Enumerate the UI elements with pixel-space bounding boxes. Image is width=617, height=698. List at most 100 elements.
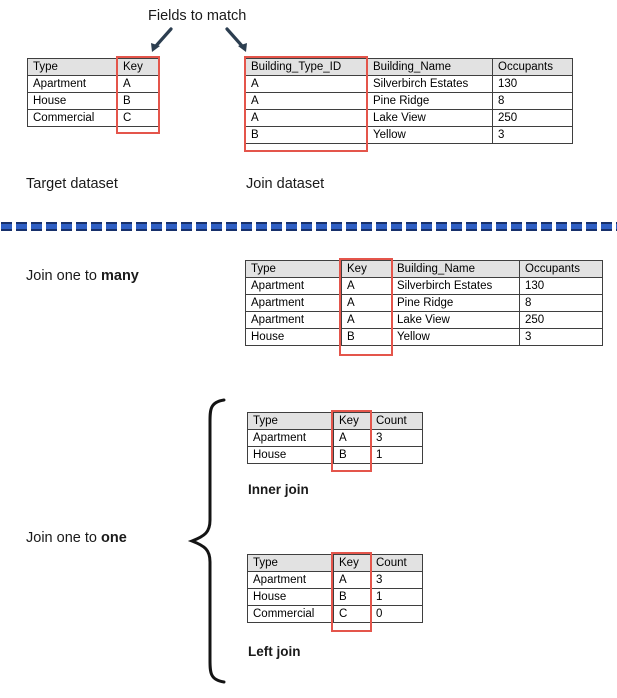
divider-dash — [556, 222, 567, 231]
inner-join-result-table: Type Key Count Apartment A 3 House B 1 — [247, 412, 423, 464]
divider-dash — [136, 222, 147, 231]
join-dataset-caption: Join dataset — [246, 176, 325, 192]
cell-key: A — [341, 311, 392, 329]
cell-count: 1 — [370, 446, 423, 464]
divider-dash — [481, 222, 492, 231]
left-join-caption: Left join — [248, 644, 301, 659]
divider-dash — [91, 222, 102, 231]
divider-dash — [316, 222, 327, 231]
cell-type: Apartment — [27, 75, 118, 93]
divider-dash — [61, 222, 72, 231]
cell-occupants: 250 — [492, 109, 573, 127]
target-dataset-table: Type Key Apartment A House B Commercial … — [27, 58, 159, 127]
column-header: Count — [370, 412, 423, 430]
cell-type: Apartment — [247, 571, 334, 589]
table-header-row: Building_Type_ID Building_Name Occupants — [245, 58, 573, 76]
cell-type: Commercial — [27, 109, 118, 127]
table-row: Commercial C 0 — [247, 605, 423, 623]
column-header: Type — [247, 554, 334, 572]
divider-dash — [16, 222, 27, 231]
cell-building-name: Lake View — [367, 109, 493, 127]
column-header: Key — [341, 260, 392, 278]
cell-building-name: Yellow — [391, 328, 520, 346]
cell-building-name: Pine Ridge — [391, 294, 520, 312]
cell-occupants: 8 — [519, 294, 603, 312]
cell-key: C — [117, 109, 159, 127]
table-row: Apartment A 3 — [247, 429, 423, 447]
cell-type: Commercial — [247, 605, 334, 623]
cell-type: Apartment — [245, 277, 342, 295]
divider-dash — [406, 222, 417, 231]
join-one-to-many-emphasis: many — [100, 268, 139, 284]
table-header-row: Type Key Count — [247, 554, 423, 572]
divider-dash — [226, 222, 237, 231]
column-header: Key — [117, 58, 159, 76]
table-row: Apartment A Lake View 250 — [245, 311, 603, 329]
cell-type: House — [247, 588, 334, 606]
section-divider — [0, 222, 617, 232]
divider-dash — [571, 222, 582, 231]
divider-dash — [301, 222, 312, 231]
divider-dash — [1, 222, 12, 231]
table-row: House B — [27, 92, 159, 110]
table-row: House B Yellow 3 — [245, 328, 603, 346]
divider-dash — [526, 222, 537, 231]
divider-dash — [31, 222, 42, 231]
cell-type: Apartment — [247, 429, 334, 447]
table-row: House B 1 — [247, 446, 423, 464]
cell-count: 3 — [370, 429, 423, 447]
cell-key: C — [333, 605, 371, 623]
divider-dash — [466, 222, 477, 231]
divider-dash — [46, 222, 57, 231]
divider-dash — [106, 222, 117, 231]
cell-building-name: Pine Ridge — [367, 92, 493, 110]
divider-dash — [211, 222, 222, 231]
column-header: Count — [370, 554, 423, 572]
cell-occupants: 130 — [519, 277, 603, 295]
cell-count: 1 — [370, 588, 423, 606]
cell-building-type-id: A — [245, 109, 368, 127]
fields-to-match-label: Fields to match — [148, 8, 247, 24]
divider-dash — [346, 222, 357, 231]
cell-building-name: Lake View — [391, 311, 520, 329]
table-row: Apartment A 3 — [247, 571, 423, 589]
cell-key: A — [117, 75, 159, 93]
table-row: Commercial C — [27, 109, 159, 127]
cell-key: A — [341, 294, 392, 312]
left-join-result-table: Type Key Count Apartment A 3 House B 1 C… — [247, 554, 423, 623]
table-row: B Yellow 3 — [245, 126, 573, 144]
divider-dash — [376, 222, 387, 231]
join-one-to-many-prefix: Join one to — [26, 268, 101, 284]
cell-occupants: 3 — [519, 328, 603, 346]
cell-type: House — [27, 92, 118, 110]
column-header: Type — [245, 260, 342, 278]
divider-dash — [121, 222, 132, 231]
join-one-to-one-label: Join one to one — [26, 530, 127, 546]
table-row: A Lake View 250 — [245, 109, 573, 127]
cell-occupants: 3 — [492, 126, 573, 144]
divider-dash — [361, 222, 372, 231]
cell-building-name: Yellow — [367, 126, 493, 144]
cell-type: Apartment — [245, 311, 342, 329]
column-header: Occupants — [519, 260, 603, 278]
join-one-to-many-label: Join one to many — [26, 268, 139, 284]
divider-dash — [271, 222, 282, 231]
table-header-row: Type Key Count — [247, 412, 423, 430]
divider-dash — [256, 222, 267, 231]
column-header: Building_Type_ID — [245, 58, 368, 76]
grouping-brace-icon — [187, 398, 226, 684]
divider-dash — [496, 222, 507, 231]
cell-building-type-id: A — [245, 75, 368, 93]
column-header: Building_Name — [391, 260, 520, 278]
cell-building-type-id: B — [245, 126, 368, 144]
cell-type: Apartment — [245, 294, 342, 312]
divider-dash — [241, 222, 252, 231]
column-header: Occupants — [492, 58, 573, 76]
cell-type: House — [247, 446, 334, 464]
divider-dash — [196, 222, 207, 231]
column-header: Key — [333, 554, 371, 572]
column-header: Building_Name — [367, 58, 493, 76]
cell-key: B — [341, 328, 392, 346]
target-dataset-caption: Target dataset — [26, 176, 118, 192]
